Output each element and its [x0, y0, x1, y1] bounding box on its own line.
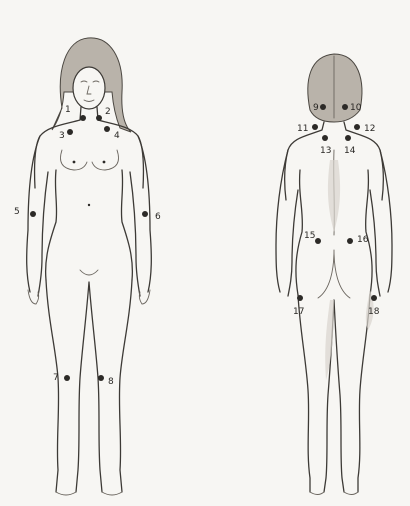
front-point-3-label: 3 — [59, 131, 65, 141]
front-point-2-dot — [96, 115, 102, 121]
front-right-arm — [130, 136, 151, 296]
front-point-5-dot — [30, 211, 36, 217]
front-face — [73, 67, 105, 109]
back-point-15-label: 15 — [304, 231, 315, 241]
back-point-15-dot — [315, 238, 321, 244]
front-point-4-label: 4 — [114, 131, 120, 141]
front-point-6-label: 6 — [155, 212, 161, 222]
back-point-17-dot — [297, 295, 303, 301]
back-point-16-dot — [347, 238, 353, 244]
back-point-10-dot — [342, 104, 348, 110]
front-point-1-label: 1 — [65, 105, 71, 115]
back-figure — [276, 54, 392, 495]
back-point-10-label: 10 — [350, 103, 362, 113]
back-point-9-label: 9 — [313, 103, 319, 113]
back-point-16-label: 16 — [357, 235, 369, 245]
back-legs — [298, 295, 370, 492]
back-right-arm — [370, 150, 392, 296]
back-left-arm — [276, 150, 298, 296]
back-point-18-label: 18 — [368, 307, 380, 317]
back-point-14-label: 14 — [344, 146, 356, 156]
back-point-11-dot — [312, 124, 318, 130]
front-legs — [46, 280, 132, 492]
front-point-6-dot — [142, 211, 148, 217]
front-point-4-dot — [104, 126, 110, 132]
front-point-8-label: 8 — [108, 377, 114, 387]
back-point-12-label: 12 — [364, 124, 375, 134]
back-point-18-dot — [371, 295, 377, 301]
back-point-13-dot — [322, 135, 328, 141]
front-point-7-label: 7 — [53, 373, 59, 383]
front-point-1-dot — [80, 115, 86, 121]
front-point-3-dot — [67, 129, 73, 135]
front-left-arm — [27, 136, 48, 296]
back-point-14-dot — [345, 135, 351, 141]
front-point-5-label: 5 — [14, 207, 20, 217]
front-point-2-label: 2 — [105, 107, 111, 117]
back-point-17-label: 17 — [293, 307, 304, 317]
front-point-8-dot — [98, 375, 104, 381]
back-point-11-label: 11 — [297, 124, 308, 134]
back-point-12-dot — [354, 124, 360, 130]
front-point-7-dot — [64, 375, 70, 381]
back-point-9-dot — [320, 104, 326, 110]
back-point-13-label: 13 — [320, 146, 331, 156]
front-figure — [27, 38, 152, 495]
